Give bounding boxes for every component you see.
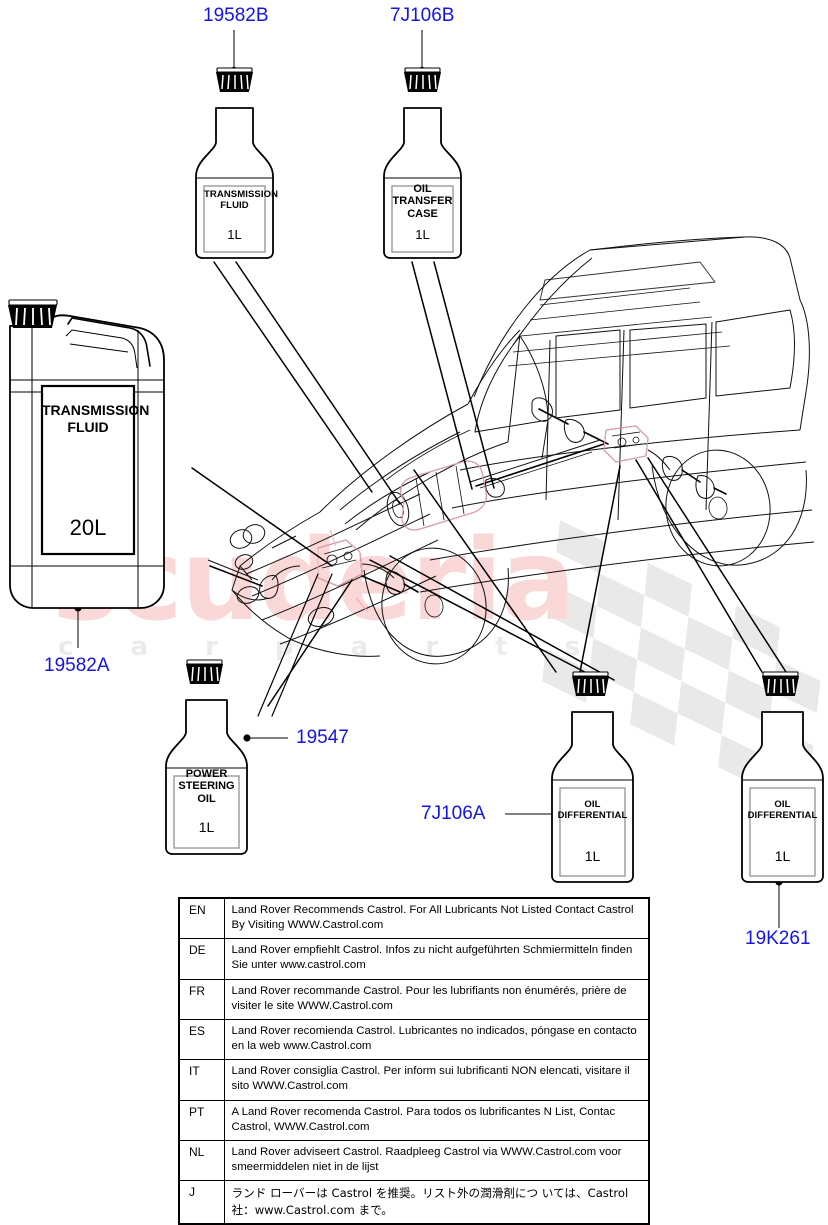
lang-code-es: ES xyxy=(180,1018,225,1061)
lang-code-pt: PT xyxy=(180,1099,225,1141)
parts-diagram-canvas: scuderia c a r p a r t s .k { fill:none;… xyxy=(8,5,824,1225)
technical-illustration: .k { fill:none; stroke:#000; stroke-widt… xyxy=(8,30,824,928)
table-row: EN Land Rover Recommends Castrol. For Al… xyxy=(180,899,648,940)
bottle-volume-oil-differential-front-1l: 1L xyxy=(584,848,601,864)
bottle-label-oil-transfer-case-1l: OIL TRANSFER CASE xyxy=(392,183,453,220)
language-notice-table: EN Land Rover Recommends Castrol. For Al… xyxy=(180,899,648,1224)
lang-text-fr: Land Rover recommande Castrol. Pour les … xyxy=(223,978,648,1020)
language-notice-rows: EN Land Rover Recommends Castrol. For Al… xyxy=(180,899,648,1224)
bottle-power-steering-oil-1l xyxy=(165,659,248,855)
lang-text-de: Land Rover empfiehlt Castrol. Infos zu n… xyxy=(223,938,648,980)
callout-19547[interactable]: 19547 xyxy=(296,727,349,748)
table-row: IT Land Rover consiglia Castrol. Per inf… xyxy=(180,1059,648,1101)
callout-19K261[interactable]: 19K261 xyxy=(745,928,811,949)
callout-7J106B[interactable]: 7J106B xyxy=(390,5,455,26)
table-row: NL Land Rover adviseert Castrol. Raadple… xyxy=(180,1139,648,1182)
callout-19582B[interactable]: 19582B xyxy=(203,5,269,26)
bottle-label-power-steering-oil-1l: POWER STEERING OIL xyxy=(178,768,235,805)
table-row: ES Land Rover recomienda Castrol. Lubric… xyxy=(180,1018,648,1061)
jerrycan-label-transmission-fluid-20l: TRANSMISSION FLUID xyxy=(42,402,150,435)
bottle-volume-transmission-fluid-1l: 1L xyxy=(227,227,242,242)
jerrycan-volume-transmission-fluid-20l: 20L xyxy=(69,515,107,540)
bottle-transmission-fluid-1l xyxy=(195,67,274,259)
table-row: PT A Land Rover recomenda Castrol. Para … xyxy=(180,1099,648,1141)
callout-19582A[interactable]: 19582A xyxy=(44,655,110,676)
table-row: DE Land Rover empfiehlt Castrol. Infos z… xyxy=(180,938,648,980)
castrol-recommendation-table: EN Land Rover Recommends Castrol. For Al… xyxy=(178,897,650,1225)
bottle-label-oil-differential-rear-1l: OIL DIFFERENTIAL xyxy=(747,799,818,821)
lang-text-en: Land Rover Recommends Castrol. For All L… xyxy=(223,899,648,940)
leader-lines xyxy=(191,261,787,717)
lang-code-it: IT xyxy=(180,1059,225,1101)
lang-code-fr: FR xyxy=(180,978,225,1020)
lang-code-j: J xyxy=(180,1180,225,1224)
lang-text-pt: A Land Rover recomenda Castrol. Para tod… xyxy=(223,1099,648,1141)
jerrycan-transmission-fluid-20l xyxy=(8,299,165,609)
callout-7J106A[interactable]: 7J106A xyxy=(421,803,486,824)
lang-code-de: DE xyxy=(180,938,225,980)
vehicle-illustration xyxy=(207,236,815,665)
lang-text-it: Land Rover consiglia Castrol. Per inform… xyxy=(223,1059,648,1101)
bottle-label-transmission-fluid-1l: TRANSMISSION FLUID xyxy=(204,189,279,211)
bottle-volume-oil-differential-rear-1l: 1L xyxy=(774,848,791,864)
line-art-layer: .k { fill:none; stroke:#000; stroke-widt… xyxy=(8,30,824,928)
lang-text-j: ランド ローバーは Castrol を推奨。リスト外の潤滑剤につ いては、Cas… xyxy=(223,1180,648,1224)
table-row: J ランド ローバーは Castrol を推奨。リスト外の潤滑剤につ いては、C… xyxy=(180,1180,648,1224)
bottle-label-oil-differential-front-1l: OIL DIFFERENTIAL xyxy=(557,799,628,821)
lang-code-en: EN xyxy=(180,899,225,940)
lang-text-es: Land Rover recomienda Castrol. Lubricant… xyxy=(223,1018,648,1061)
table-row: FR Land Rover recommande Castrol. Pour l… xyxy=(180,978,648,1020)
bottle-volume-oil-transfer-case-1l: 1L xyxy=(415,227,430,242)
bottle-oil-transfer-case-1l xyxy=(383,67,462,259)
lang-code-nl: NL xyxy=(180,1139,225,1182)
bottle-volume-power-steering-oil-1l: 1L xyxy=(198,819,215,835)
lang-text-nl: Land Rover adviseert Castrol. Raadpleeg … xyxy=(223,1139,648,1182)
